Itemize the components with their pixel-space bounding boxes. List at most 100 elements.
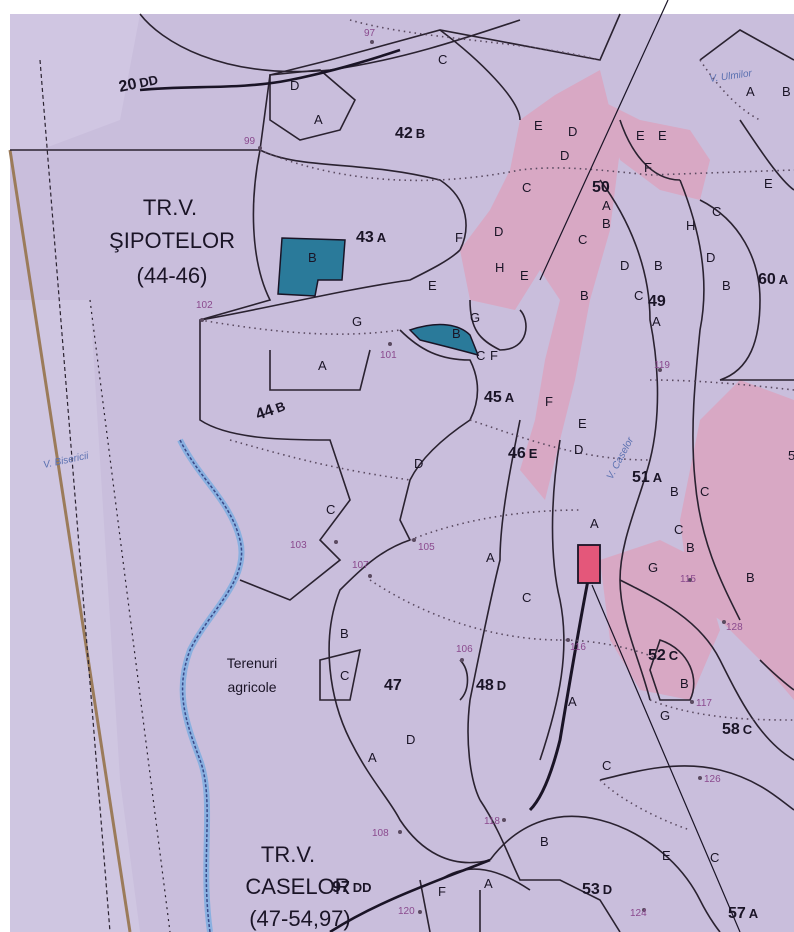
svg-text:D: D [494, 224, 503, 239]
parcel-45: 45 [484, 389, 502, 406]
svg-text:126: 126 [704, 774, 721, 785]
svg-text:115: 115 [680, 574, 696, 585]
svg-text:116: 116 [570, 642, 586, 653]
compartment-boundaries [10, 13, 794, 932]
svg-text:C: C [326, 502, 335, 517]
svg-text:B: B [452, 326, 461, 341]
region-range-sipotelor: (44-46) [137, 263, 208, 288]
svg-text:107: 107 [352, 560, 369, 571]
svg-text:A: A [314, 112, 323, 127]
svg-text:119: 119 [654, 360, 670, 371]
svg-text:C: C [700, 484, 709, 499]
svg-text:B: B [540, 834, 549, 849]
parcel-43: 43 [356, 229, 374, 246]
region-sub-sipotelor: ŞIPOTELOR [109, 228, 235, 253]
svg-text:G: G [352, 314, 362, 329]
svg-text:B: B [686, 540, 695, 555]
svg-text:F: F [644, 160, 652, 175]
svg-text:103: 103 [290, 540, 307, 551]
parcel-48: 48 [476, 677, 494, 694]
survey-points: 97 99 102 101 103 105 106 107 108 115 11… [196, 28, 743, 919]
svg-text:D: D [568, 124, 577, 139]
svg-text:C: C [634, 288, 643, 303]
parcel-44: 44 [254, 402, 277, 424]
svg-text:51A: 51A [632, 469, 663, 486]
svg-text:A: A [602, 198, 611, 213]
forest-road-south [329, 858, 491, 932]
svg-text:A: A [368, 750, 377, 765]
parcel-47: 47 [384, 677, 402, 694]
pink-zone-ne [600, 100, 710, 200]
svg-text:58C: 58C [722, 721, 753, 738]
parcel-51: 51 [632, 469, 650, 486]
svg-text:E: E [764, 176, 773, 191]
svg-text:42B: 42B [395, 125, 425, 142]
svg-text:101: 101 [380, 350, 397, 361]
svg-text:C: C [602, 758, 611, 773]
svg-text:E: E [658, 128, 667, 143]
profile-line-north [539, 0, 669, 281]
svg-text:124: 124 [630, 908, 647, 919]
profile-line-south [591, 584, 741, 932]
forest-road-north [139, 48, 401, 92]
pink-zone-center [460, 70, 620, 500]
svg-text:C: C [476, 348, 485, 363]
svg-text:B: B [722, 278, 731, 293]
svg-text:B: B [654, 258, 663, 273]
highlight-parcel-45b [408, 323, 480, 357]
svg-text:60A: 60A [758, 271, 789, 288]
pink-zone-east [680, 380, 794, 700]
svg-text:C: C [522, 590, 531, 605]
svg-text:46E: 46E [508, 445, 538, 462]
svg-text:A: A [568, 694, 577, 709]
parcel-58: 58 [722, 721, 740, 738]
svg-text:57A: 57A [728, 905, 759, 922]
svg-text:D: D [620, 258, 629, 273]
parcel-46: 46 [508, 445, 526, 462]
svg-text:C: C [340, 668, 349, 683]
svg-text:D: D [406, 732, 415, 747]
parcel-50: 50 [592, 179, 610, 196]
svg-text:99: 99 [244, 136, 256, 147]
svg-text:B: B [782, 84, 791, 99]
svg-text:A: A [484, 876, 493, 891]
region-sub-caselor: CASELOR [245, 874, 350, 899]
region-name-sipotelor: TR.V. [143, 195, 197, 220]
svg-text:20DD: 20DD [117, 71, 159, 96]
svg-text:H: H [495, 260, 504, 275]
parcel-42: 42 [395, 125, 413, 142]
svg-text:A: A [486, 550, 495, 565]
dotted-road [89, 299, 171, 932]
svg-text:D: D [574, 442, 583, 457]
region-name-caselor: TR.V. [261, 842, 315, 867]
svg-text:B: B [680, 676, 689, 691]
svg-text:A: A [590, 516, 599, 531]
svg-text:B: B [580, 288, 589, 303]
svg-text:F: F [438, 884, 446, 899]
svg-text:105: 105 [418, 542, 435, 553]
dashed-road [39, 59, 111, 932]
parcel-97: 97 [332, 879, 350, 896]
svg-text:43A: 43A [356, 229, 387, 246]
river-edge [179, 439, 243, 932]
svg-text:B: B [746, 570, 755, 585]
area-west-strip [10, 300, 140, 932]
svg-text:B: B [340, 626, 349, 641]
svg-text:A: A [746, 84, 755, 99]
svg-text:48D: 48D [476, 677, 506, 694]
svg-text:53D: 53D [582, 881, 612, 898]
area-nw [10, 14, 140, 150]
svg-text:49: 49 [648, 293, 666, 310]
parcel-52: 52 [648, 647, 666, 664]
svg-text:117: 117 [696, 698, 712, 709]
svg-text:102: 102 [196, 300, 213, 311]
svg-text:G: G [470, 310, 480, 325]
svg-text:E: E [520, 268, 529, 283]
parcel-57: 57 [728, 905, 746, 922]
region-sub-terenuri: agricole [227, 679, 276, 695]
svg-text:A: A [652, 314, 661, 329]
svg-text:D: D [560, 148, 569, 163]
